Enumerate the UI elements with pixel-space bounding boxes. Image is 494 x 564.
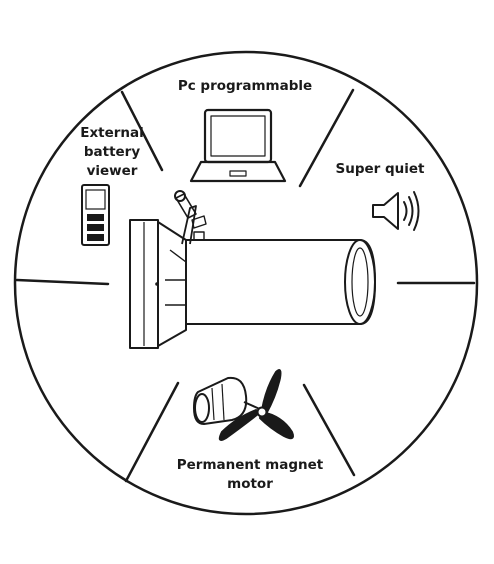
label-super-quiet: Super quiet	[335, 161, 425, 177]
divider-bottom-left	[124, 381, 180, 483]
label-external-battery-viewer: External battery viewer	[80, 125, 144, 179]
divider-top-right	[298, 88, 355, 188]
label-permanent-magnet-motor: Permanent magnet motor	[176, 457, 324, 492]
speaker-icon	[372, 191, 420, 231]
label-pc-programmable: Pc programmable	[177, 78, 313, 94]
laptop-icon	[189, 108, 287, 183]
motor-propeller-icon	[193, 369, 294, 441]
divider-bottom-right	[302, 383, 356, 477]
outer-circle	[13, 50, 479, 516]
battery-viewer-icon	[81, 184, 110, 246]
divider-left	[15, 278, 110, 286]
divider-lines	[15, 88, 476, 483]
divider-top-left	[120, 90, 164, 172]
underwater-scooter-icon	[129, 190, 376, 349]
